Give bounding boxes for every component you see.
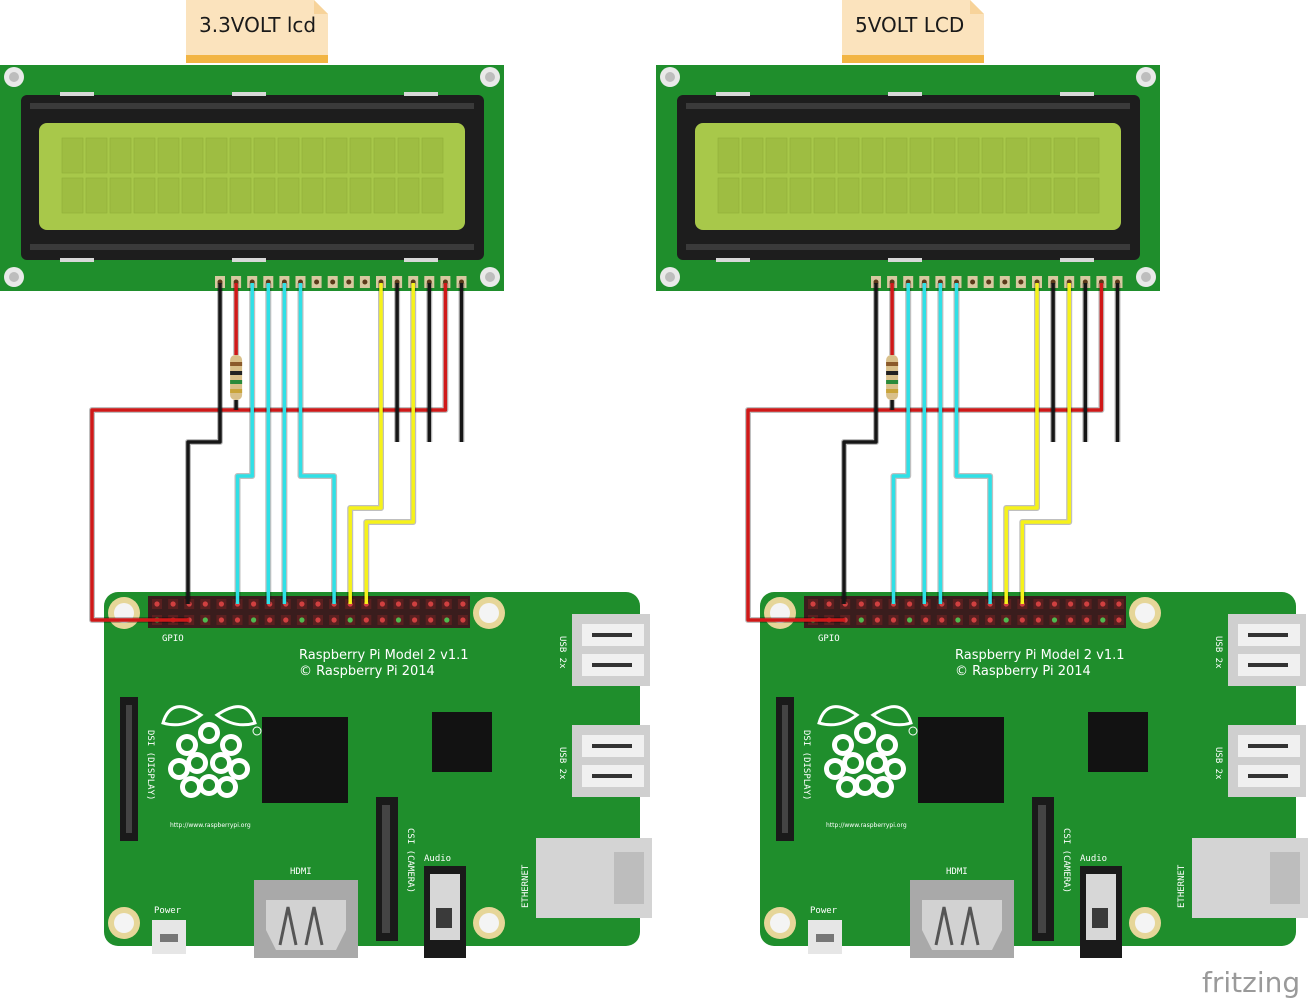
gpio-header [804,596,1126,628]
mounting-hole-icon [764,597,796,629]
note-label: 5VOLT LCD [842,0,984,63]
audio-label: Audio [1080,854,1107,864]
gpio-label: GPIO [818,634,840,644]
usb-port-1-label: USB 2x [557,636,567,669]
lcd-character-grid [61,137,444,214]
mounting-hole-icon [660,267,680,287]
raspberry-logo-icon [817,705,913,798]
mounting-hole-icon [660,67,680,87]
dsi-label: DSI (DISPLAY) [801,730,811,800]
wire-black-gnd [186,283,222,604]
wire-red-5v [90,283,448,622]
mounting-hole-icon [1129,597,1161,629]
csi-label: CSI (CAMERA) [1061,828,1071,893]
fritzing-watermark: fritzing [1202,966,1300,999]
power-label: Power [810,906,838,916]
usb-port-1-label: USB 2x [1213,636,1223,669]
raspberry-pi-board: GPIO Raspberry Pi Model 2 v1.1© Raspberry… [760,592,1308,958]
lcd-module [656,65,1160,291]
board-url: http://www.raspberrypi.org [826,822,907,829]
mounting-hole-icon [1136,67,1156,87]
lcd-header-pins [871,276,1123,288]
contrast-resistor [886,355,899,400]
board-copyright: © Raspberry Pi 2014 [955,664,1091,679]
mounting-hole-icon [4,67,24,87]
lan-chip [432,712,492,772]
dsi-label: DSI (DISPLAY) [145,730,155,800]
mounting-hole-icon [480,267,500,287]
mounting-hole-icon [480,67,500,87]
mounting-hole-icon [473,597,505,629]
lcd-module [0,65,504,291]
ethernet-label: ETHERNET [521,864,531,908]
mounting-hole-icon [1129,907,1161,939]
wire-yellow-2 [364,283,415,604]
audio-label: Audio [424,854,451,864]
trademark-icon [252,726,262,736]
ethernet-label: ETHERNET [1177,864,1187,908]
note-label: 3.3VOLT lcd [186,0,328,63]
wire-cyan-data-3 [954,283,992,604]
usb-port-2-label: USB 2x [1213,747,1223,780]
board-url: http://www.raspberrypi.org [170,822,251,829]
mounting-hole-icon [473,907,505,939]
raspberry-pi-board: GPIO Raspberry Pi Model 2 v1.1© Raspberry… [104,592,652,958]
mounting-hole-icon [4,267,24,287]
wire-yellow-1 [348,283,383,604]
wire-yellow-2 [1020,283,1071,604]
csi-label: CSI (CAMERA) [405,828,415,893]
mounting-hole-icon [1136,267,1156,287]
wires [89,283,465,623]
wire-black-gnd [842,283,878,604]
gpio-header [148,596,470,628]
wire-cyan-data-0 [891,283,910,604]
board-copyright: © Raspberry Pi 2014 [299,664,435,679]
mounting-hole-icon [108,597,140,629]
lan-chip [1088,712,1148,772]
wire-cyan-data-0 [235,283,254,604]
board-title: Raspberry Pi Model 2 v1.1 [955,648,1125,663]
soc-chip [918,717,1004,803]
wire-red-5v [746,283,1104,622]
board-title: Raspberry Pi Model 2 v1.1 [299,648,469,663]
wire-yellow-1 [1004,283,1039,604]
note-label-text: 3.3VOLT lcd [199,13,316,37]
contrast-resistor [230,355,243,400]
note-label-text: 5VOLT LCD [855,13,964,37]
mounting-hole-icon [108,907,140,939]
hdmi-label: HDMI [946,867,968,877]
lcd-character-grid [717,137,1100,214]
gpio-label: GPIO [162,634,184,644]
hdmi-label: HDMI [290,867,312,877]
raspberry-logo-icon [161,705,257,798]
power-label: Power [154,906,182,916]
usb-port-2-label: USB 2x [557,747,567,780]
trademark-icon [908,726,918,736]
assembly-5v: 5VOLT LCD GPIO Raspberry Pi Model 2 v1.1© … [656,0,1308,958]
wire-cyan-data-3 [298,283,336,604]
soc-chip [262,717,348,803]
mounting-hole-icon [764,907,796,939]
wires [745,283,1121,623]
